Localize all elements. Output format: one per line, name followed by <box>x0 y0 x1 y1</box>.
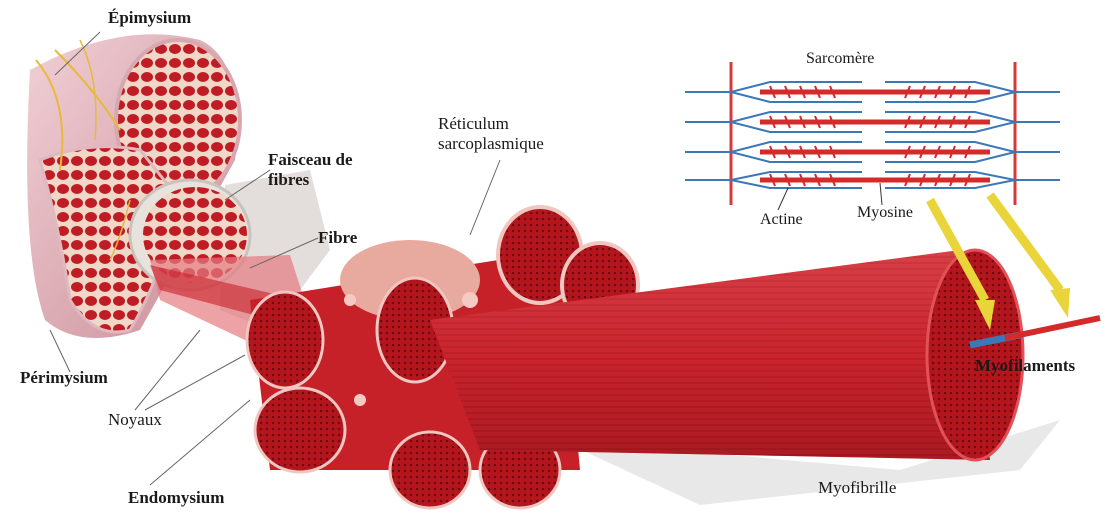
myofibrille-label: Myofibrille <box>818 478 896 498</box>
myosine-label: Myosine <box>857 204 913 222</box>
fibre-label: Fibre <box>318 228 357 248</box>
faisceau-label: Faisceau de fibres <box>268 150 378 189</box>
perimysium-label: Périmysium <box>20 368 108 388</box>
noyaux-label: Noyaux <box>108 410 162 430</box>
reticulum-label: Réticulum sarcoplasmique <box>438 114 588 153</box>
epimysium-label: Épimysium <box>108 8 191 28</box>
sarcomere-diagram <box>685 62 1060 210</box>
myofilaments-label: Myofilaments <box>975 356 1075 376</box>
actine-label: Actine <box>760 211 803 229</box>
endomysium-label: Endomysium <box>128 488 224 508</box>
sarcomere-label: Sarcomère <box>806 50 874 68</box>
